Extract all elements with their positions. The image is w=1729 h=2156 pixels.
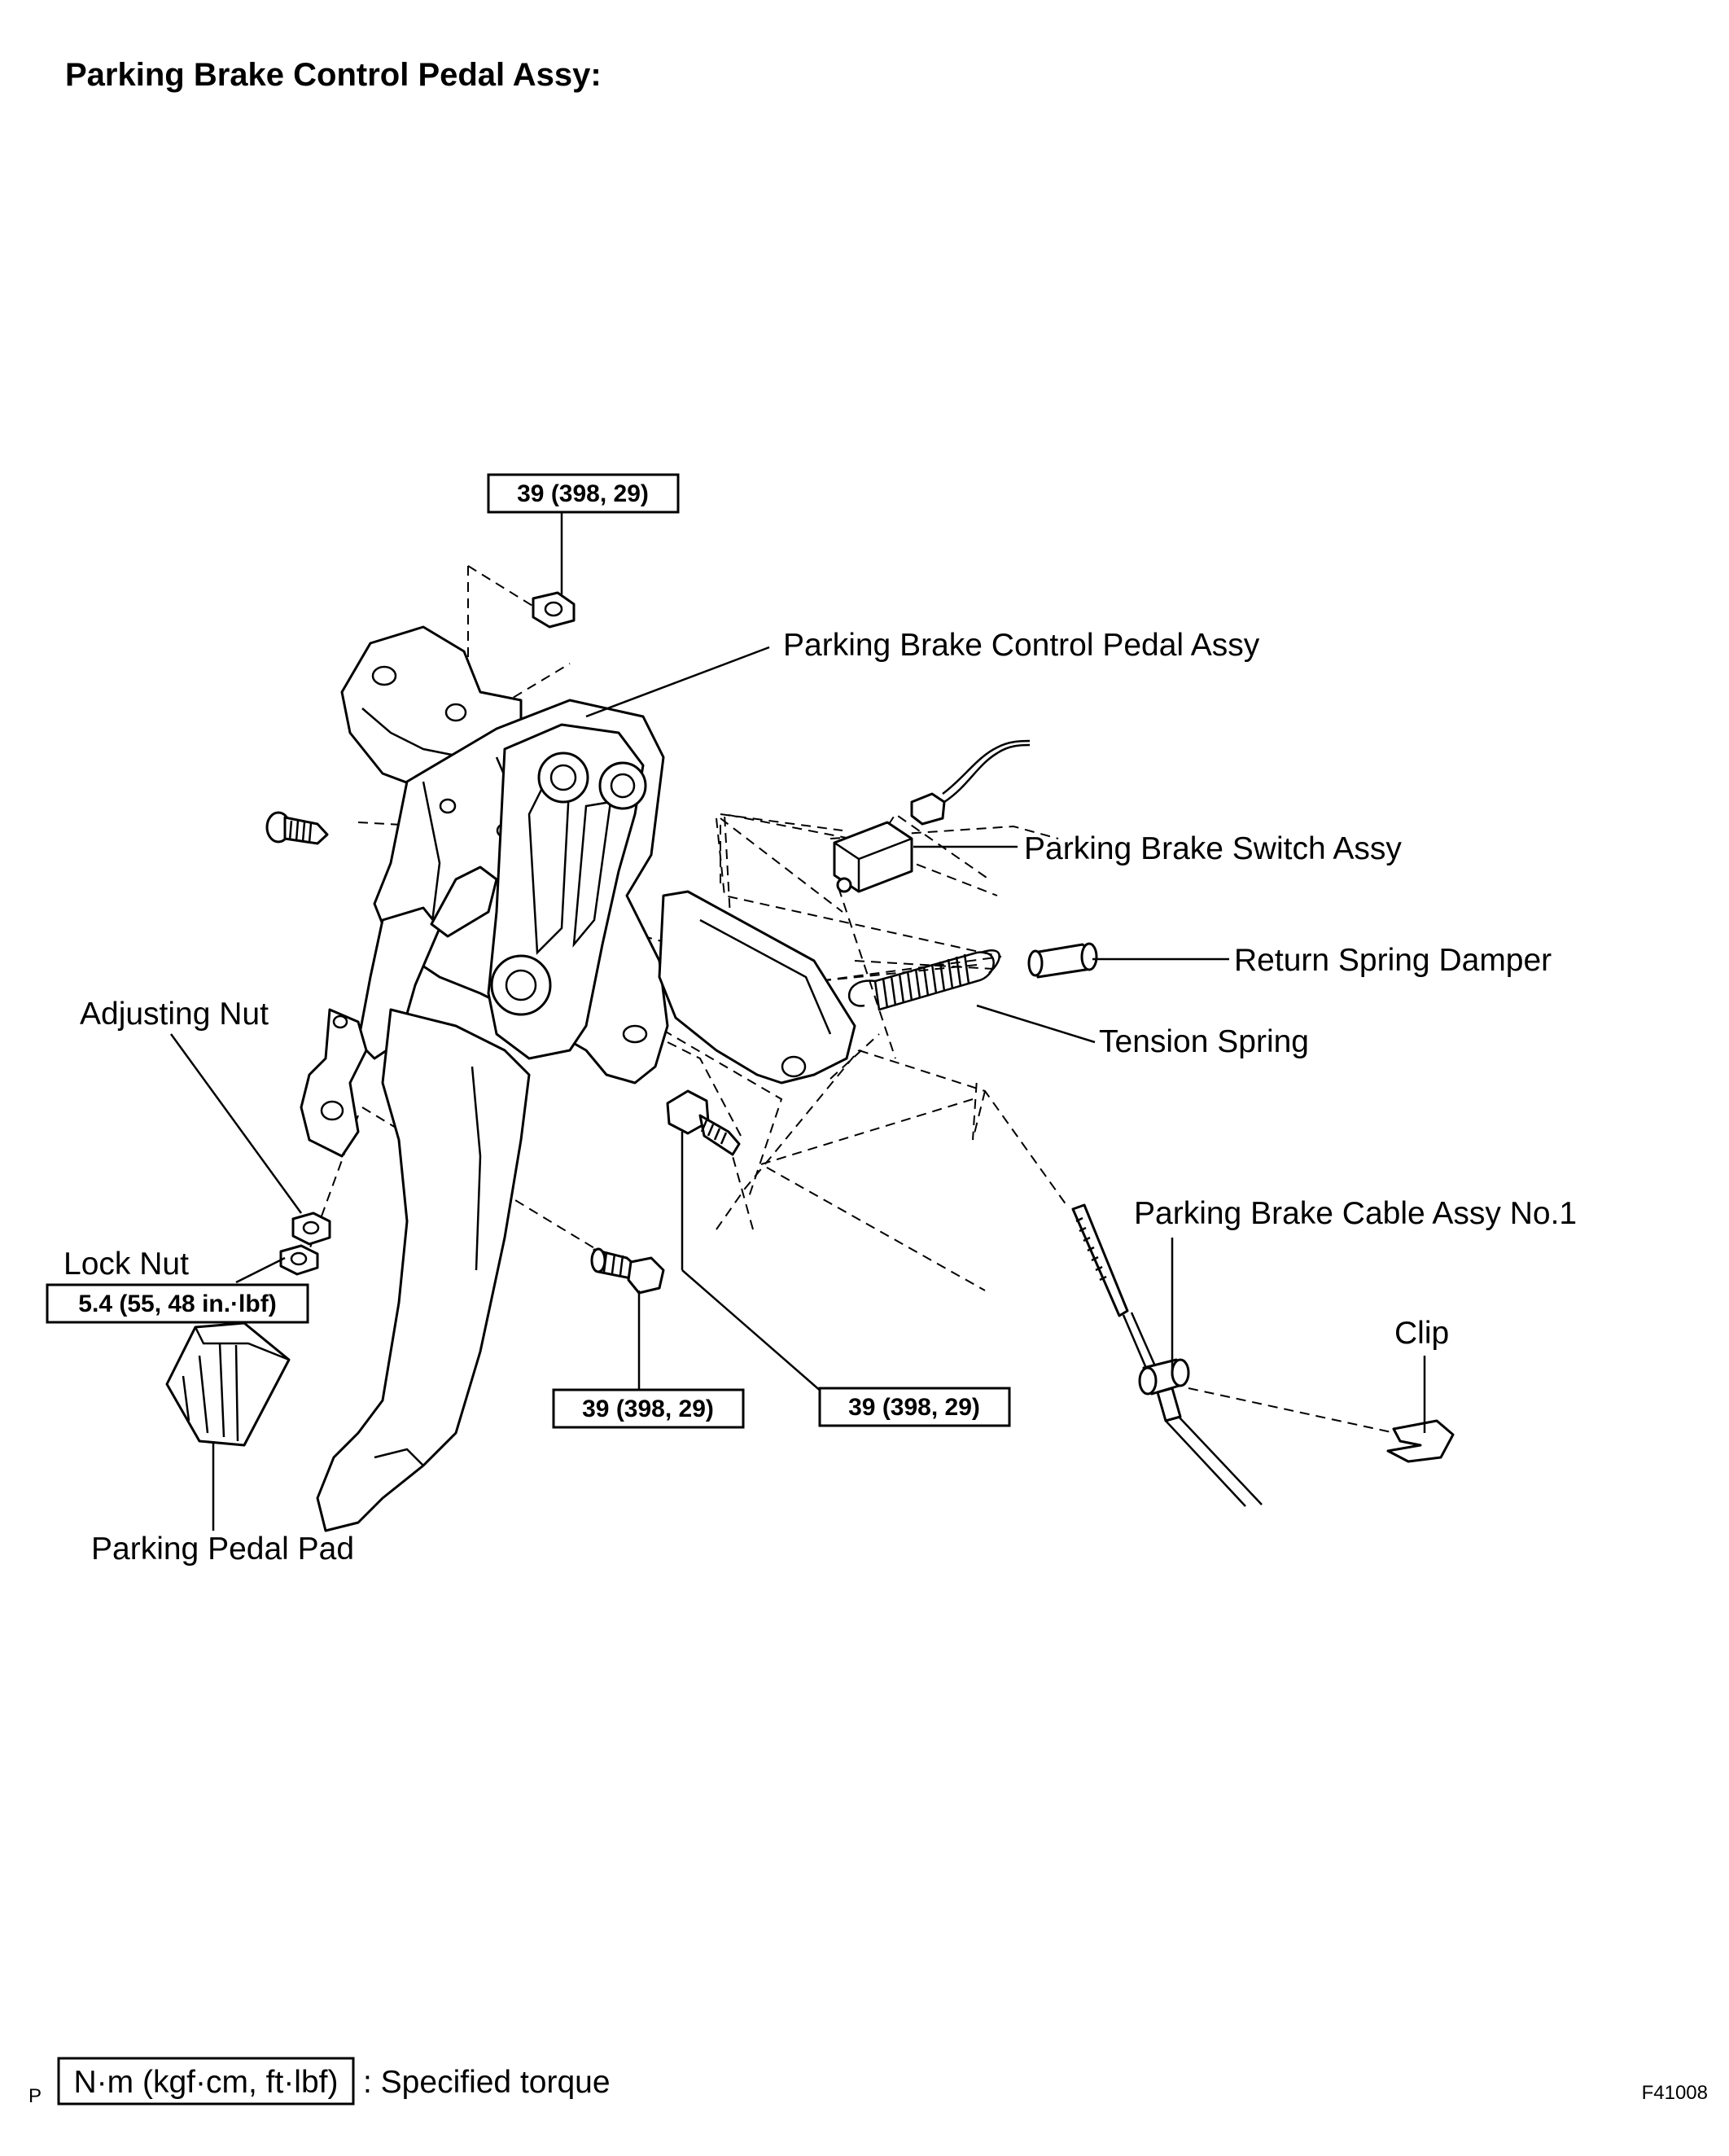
legend-description: : Specified torque — [363, 2065, 611, 2100]
torque-legend: P N·m (kgf·cm, ft·lbf) : Specified torqu… — [28, 2057, 611, 2107]
torque-box-lower-bolt: 39 (398, 29) — [552, 1388, 745, 1429]
return-spring-damper-icon — [1027, 942, 1098, 979]
label-pedal-pad: Parking Pedal Pad — [91, 1532, 354, 1567]
parking-brake-cable-icon — [1071, 1203, 1263, 1507]
left-screw-icon — [265, 811, 329, 845]
torque-value: 5.4 (55, 48 in.·lbf) — [78, 1291, 276, 1317]
label-lock-nut: Lock Nut — [63, 1247, 189, 1282]
pedal-assembly — [300, 625, 856, 1532]
label-adjusting-nut: Adjusting Nut — [80, 997, 269, 1032]
torque-box-top-nut: 39 (398, 29) — [487, 473, 680, 514]
bracket-bolt-icon — [666, 1089, 741, 1156]
adjusting-nut-icon — [291, 1212, 331, 1246]
torque-box-lock-nut: 5.4 (55, 48 in.·lbf) — [46, 1283, 309, 1324]
label-pedal-assy: Parking Brake Control Pedal Assy — [783, 628, 1260, 663]
figure-code: F41008 — [1642, 2082, 1708, 2104]
torque-value: 39 (398, 29) — [848, 1394, 980, 1421]
torque-value: 39 (398, 29) — [582, 1396, 714, 1422]
diagram-title: Parking Brake Control Pedal Assy: — [65, 57, 602, 93]
legend-prefix: P — [28, 2085, 42, 2107]
lower-bolt-icon — [590, 1247, 665, 1295]
label-clip: Clip — [1394, 1316, 1449, 1351]
parking-brake-switch-icon — [833, 739, 1031, 893]
parking-pedal-pad-icon — [165, 1321, 291, 1447]
clip-icon — [1386, 1419, 1455, 1463]
lock-nut-icon — [279, 1244, 319, 1276]
label-tension-spring: Tension Spring — [1099, 1024, 1309, 1059]
label-return-spring-damper: Return Spring Damper — [1234, 943, 1552, 978]
torque-box-bracket-bolt: 39 (398, 29) — [818, 1387, 1011, 1427]
tension-spring-icon — [847, 949, 1000, 1011]
label-cable-assy: Parking Brake Cable Assy No.1 — [1134, 1196, 1577, 1231]
leader-lines — [169, 506, 1426, 1531]
torque-value: 39 (398, 29) — [517, 480, 649, 507]
legend-unit-box: N·m (kgf·cm, ft·lbf) — [74, 2065, 339, 2100]
label-switch-assy: Parking Brake Switch Assy — [1024, 831, 1402, 866]
top-nut-icon — [532, 591, 576, 629]
